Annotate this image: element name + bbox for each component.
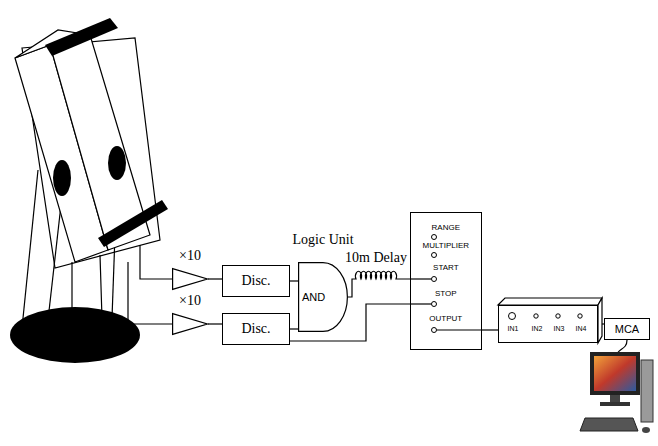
tac-module: RANGE MULTIPLIER START STOP OUTPUT [410, 212, 482, 350]
port-label: OUTPUT [411, 314, 481, 324]
gate-label: AND [302, 290, 325, 304]
and-gate-outline [299, 263, 348, 332]
signal-connector [482, 329, 498, 330]
port-connector [431, 276, 436, 281]
computer [580, 352, 653, 433]
port-connector [431, 234, 436, 239]
signal-connector [290, 328, 298, 329]
discriminator-box: Disc. [222, 265, 290, 297]
port-label: RANGE [411, 223, 481, 233]
mca-label: MCA [615, 323, 639, 335]
port-label: MULTIPLIER [411, 241, 481, 251]
amplifier-triangle [173, 314, 208, 335]
port-label: STOP [411, 289, 481, 299]
port-connector [431, 301, 436, 306]
signal-connector [208, 323, 222, 324]
port-wire [436, 329, 482, 330]
pmt [53, 160, 71, 196]
amplifier: ×10 [172, 313, 208, 335]
input-label: IN1 [501, 324, 525, 333]
input-connector [556, 314, 560, 318]
input-module: IN1IN2IN3IN4 [498, 305, 598, 343]
signal-connector [208, 278, 222, 279]
input-connector [534, 314, 538, 318]
light-guide [45, 18, 118, 56]
scintillator-bars [15, 30, 160, 268]
input-connector [508, 312, 515, 319]
gain-label: ×10 [172, 293, 208, 309]
signal-wire [128, 262, 172, 324]
input-label: IN2 [525, 324, 549, 333]
mca-box: MCA [604, 318, 650, 340]
port-connector [431, 327, 436, 332]
input-connector [578, 314, 582, 318]
amplifier-triangle [173, 269, 208, 290]
pmt [108, 146, 126, 180]
light-guide [98, 200, 168, 247]
box-label: Disc. [241, 321, 270, 337]
signal-connector [290, 280, 298, 281]
amplifier: ×10 [172, 268, 208, 290]
amplifier-symbol [172, 313, 208, 335]
and-gate: Logic UnitAND [298, 262, 348, 332]
gain-label: ×10 [172, 248, 208, 264]
discriminator-box: Disc. [222, 313, 290, 345]
input-label: IN3 [547, 324, 571, 333]
input-label: IN4 [569, 324, 593, 333]
port-connector [431, 252, 436, 257]
port-label: START [411, 263, 481, 273]
box-label: Disc. [241, 273, 270, 289]
delay-label: 10m Delay [344, 250, 408, 266]
port-wire [410, 303, 432, 304]
module-body [498, 305, 598, 343]
amplifier-symbol [172, 268, 208, 290]
signal-wire [140, 245, 172, 279]
module-side [598, 298, 602, 343]
signal-connector [348, 271, 410, 297]
port-wire [410, 278, 432, 279]
port-symbols [410, 212, 482, 350]
detector-base [10, 307, 140, 363]
unit-heading: Logic Unit [292, 232, 353, 248]
module-top [498, 298, 602, 305]
